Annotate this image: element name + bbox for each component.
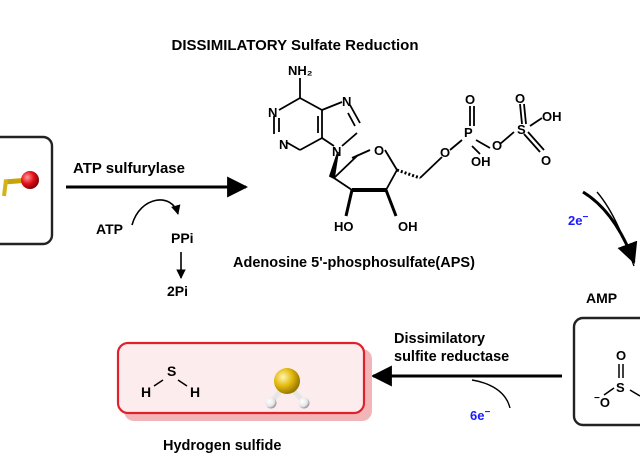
electron-input-arrow — [596, 191, 635, 267]
sulfate-box — [0, 135, 54, 246]
hydroxyl-left-label: HO — [334, 219, 354, 234]
aps-atom-labels: NH₂ N N N N O HO OH O P O OH O S O O OH — [268, 63, 562, 234]
sulfite-box-frame — [572, 316, 640, 427]
hydrogen-atom-ball-left — [265, 397, 277, 409]
phosphoryl-oxygen-label: O — [465, 92, 475, 107]
step-sulfite-reduction: Dissimilatory sulfite reductase 6e− — [370, 331, 562, 423]
bridge-oxygen-label: O — [492, 138, 502, 153]
n7-label: N — [342, 94, 351, 109]
product-box-frame — [116, 341, 366, 415]
h2s-hydrogen-left: H — [141, 384, 151, 400]
atp-label: ATP — [96, 221, 123, 237]
pi-label: 2Pi — [167, 283, 188, 299]
o5-prime-label: O — [440, 145, 450, 160]
sulfite-oxygen-minus: −O — [594, 393, 610, 410]
electron-6e-arrow — [471, 379, 511, 409]
electrons-2e-label: 2e− — [568, 212, 588, 228]
hydrogen-sulfide-box: S H H — [116, 341, 372, 421]
sulfite-oxygen-top: O — [616, 348, 626, 363]
n3-label: N — [279, 137, 288, 152]
n1-label: N — [268, 105, 277, 120]
hydrogen-atom-ball-right — [298, 397, 310, 409]
phosphate-oh-label: OH — [471, 154, 491, 169]
sulfonyl-oxygen-top-label: O — [515, 91, 525, 106]
enzyme-line2: sulfite reductase — [394, 349, 509, 365]
enzyme-line1: Dissimilatory — [394, 331, 485, 347]
amp-label: AMP — [586, 290, 617, 306]
sulfur-atom-ball — [274, 368, 300, 394]
atp-curved-arrow — [131, 199, 181, 226]
sulfite-box: O S −O — [572, 316, 640, 427]
sulfite-sulfur: S — [616, 380, 625, 395]
h2s-hydrogen-right: H — [190, 384, 200, 400]
sulfonyl-oxygen-bottom-label: O — [541, 153, 551, 168]
hydroxyl-right-label: OH — [398, 219, 418, 234]
main-arrow-step2 — [582, 190, 638, 264]
sulfur-label: S — [517, 122, 526, 137]
sulfate-oh-label: OH — [542, 109, 562, 124]
hydrogen-sulfide-label: Hydrogen sulfide — [163, 438, 281, 454]
phosphorus-label: P — [464, 125, 473, 140]
electrons-6e-label: 6e− — [470, 407, 490, 423]
ribose-oxygen-label: O — [374, 143, 384, 158]
sulfate-box-frame — [0, 135, 54, 246]
enzyme-atp-sulfurylase: ATP sulfurylase — [73, 160, 185, 177]
sulfate-bond-lower — [2, 179, 8, 197]
aps-structure — [273, 78, 545, 217]
step-atp-sulfurylase: ATP sulfurylase ATP PPi 2Pi — [66, 160, 249, 299]
ppi-label: PPi — [171, 230, 194, 246]
nh2-label: NH₂ — [288, 63, 313, 78]
diagram-title: DISSIMILATORY Sulfate Reduction — [172, 37, 419, 54]
oxygen-atom-ball — [21, 171, 39, 189]
n9-label: N — [332, 144, 341, 159]
aps-name: Adenosine 5'-phosphosulfate(APS) — [233, 255, 475, 271]
h2s-sulfur-symbol: S — [167, 363, 176, 379]
step-aps-reduction: 2e− AMP — [568, 190, 638, 306]
